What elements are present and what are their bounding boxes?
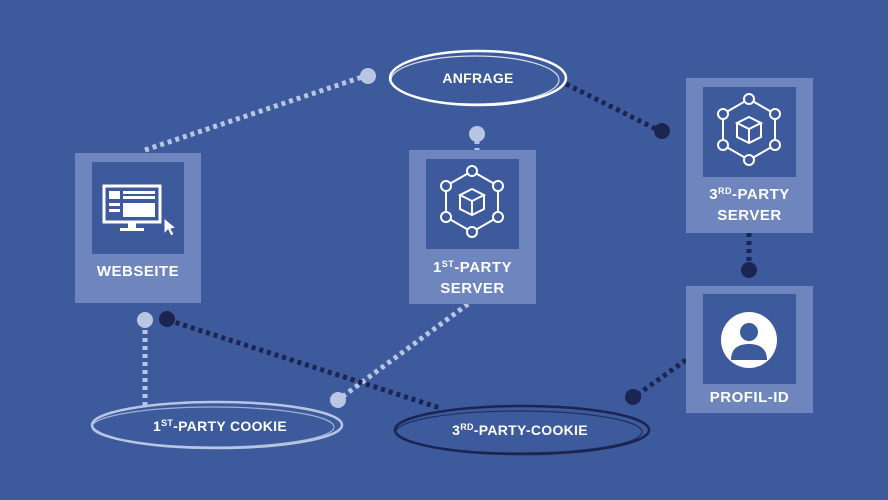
connector-webseite-anfrage: [144, 73, 366, 153]
third-party-server-label-2: SERVER: [717, 207, 782, 224]
first-party-server-ordinal-sup: ST: [441, 259, 455, 269]
first-party-cookie-ordinal: 1: [152, 418, 162, 434]
connector-dot: [625, 389, 641, 405]
connector-dot: [469, 126, 485, 142]
third-party-server-ordinal: 3: [709, 186, 719, 203]
third-party-server-ordinal-sup: RD: [718, 186, 733, 196]
first-party-server-icon-box: [426, 159, 519, 249]
third-party-server-icon-box: [703, 87, 796, 177]
connector-dot: [741, 262, 757, 278]
webseite-icon-box: [92, 162, 184, 254]
server-network-cube-icon: [717, 93, 781, 166]
first-party-cookie-text: -PARTY COOKIE: [173, 418, 288, 434]
first-party-server-label: 1ST-PARTY SERVER: [409, 254, 536, 299]
connector-webseite-cookie3: [167, 317, 441, 411]
connector-anfrage-3rdserver: [564, 81, 662, 134]
webseite-card: WEBSEITE: [75, 153, 201, 303]
profil-id-icon-box: [703, 294, 796, 384]
user-profile-icon: [721, 312, 777, 368]
third-party-server-label: 3RD-PARTY SERVER: [686, 181, 813, 226]
first-party-server-label-1: -PARTY: [454, 259, 513, 276]
anfrage-label: ANFRAGE: [442, 70, 514, 86]
third-party-cookie-oval: [393, 404, 651, 456]
first-party-cookie-oval: [90, 400, 344, 450]
profil-id-label: PROFIL-ID: [709, 389, 790, 406]
third-party-cookie-ordinal-sup: RD: [460, 422, 474, 432]
first-party-server-label-2: SERVER: [440, 280, 505, 297]
connector-dot: [137, 312, 153, 328]
first-party-cookie-ordinal-sup: ST: [161, 418, 174, 428]
first-party-cookie-label: 1ST-PARTY COOKIE: [120, 418, 320, 434]
connector-dot: [360, 68, 376, 84]
webseite-label: WEBSEITE: [96, 263, 180, 280]
third-party-server-label-1: -PARTY: [732, 186, 790, 203]
profil-id-card: PROFIL-ID: [686, 286, 813, 413]
anfrage-oval: [388, 49, 568, 107]
third-party-cookie-ordinal: 3: [452, 422, 461, 438]
connector-dot: [654, 123, 670, 139]
connector-dot: [159, 311, 175, 327]
server-network-cube-icon: [440, 165, 504, 238]
connector-profil-cookie3: [632, 357, 688, 400]
first-party-server-ordinal: 1: [432, 259, 442, 276]
third-party-server-card: 3RD-PARTY SERVER: [686, 78, 813, 233]
first-party-server-card: 1ST-PARTY SERVER: [409, 150, 536, 304]
third-party-cookie-label: 3RD-PARTY-COOKIE: [420, 422, 620, 438]
connector-server-cookie1: [336, 301, 470, 403]
website-monitor-icon: [102, 184, 178, 237]
connector-dot: [330, 392, 346, 408]
third-party-cookie-text: -PARTY-COOKIE: [473, 422, 588, 438]
